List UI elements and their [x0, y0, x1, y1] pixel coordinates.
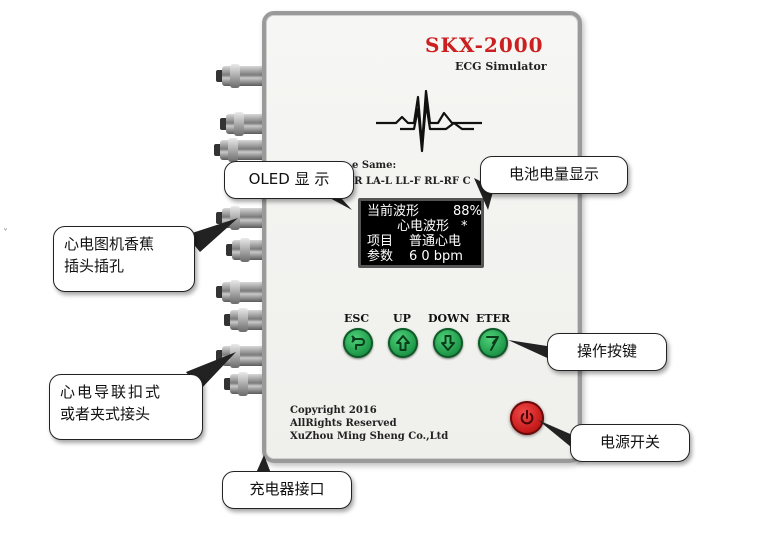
- lead-connector: [224, 372, 274, 396]
- callout-lead-connector: 心电导联扣式 或者夹式接头: [49, 374, 203, 440]
- oled-row1-value: 88%: [453, 204, 482, 219]
- up-label: UP: [393, 312, 411, 325]
- callout-keys-text: 操作按键: [576, 342, 637, 360]
- callout-battery: 电池电量显示: [480, 156, 628, 194]
- lead-connector: [214, 138, 266, 162]
- arrow-down-icon: [441, 335, 455, 351]
- oled-row4-value: 6 0 bpm: [409, 249, 463, 264]
- lead-connector: [216, 64, 266, 88]
- oled-row2-mark: *: [461, 219, 468, 234]
- eter-label: ETER: [476, 312, 511, 325]
- oled-row4-label: 参数: [367, 249, 394, 264]
- up-button[interactable]: [388, 328, 418, 358]
- callout-charger-text: 充电器接口: [249, 480, 325, 498]
- oled-screen: 当前波形 88% 心电波形 * 项目 普通心电 参数 6 0 bpm: [358, 198, 484, 268]
- copyright-line: XuZhou Ming Sheng Co.,Ltd: [290, 431, 449, 442]
- callout-ecg-jack: 心电图机香蕉 插头插孔: [53, 226, 195, 292]
- return-arrow-icon: [351, 335, 365, 350]
- enter-arrow-icon: [486, 336, 499, 351]
- esc-button[interactable]: [343, 328, 373, 358]
- model-title: SKX-2000: [425, 33, 544, 57]
- copyright-line: Copyright 2016: [290, 405, 377, 416]
- callout-oled: OLED 显 示: [224, 161, 354, 199]
- callout-lead-connector-line1: 心电导联扣式: [60, 383, 163, 401]
- power-icon: [520, 409, 534, 425]
- esc-label: ESC: [344, 312, 370, 325]
- oled-row3-value: 普通心电: [409, 234, 462, 249]
- callout-battery-text: 电池电量显示: [508, 165, 599, 183]
- callout-ecg-jack-line2: 插头插孔: [64, 257, 125, 275]
- callout-charger: 充电器接口: [222, 471, 352, 509]
- copyright-line: AllRights Reserved: [290, 418, 397, 429]
- stray-mark: ˅: [3, 228, 8, 239]
- enter-button[interactable]: [478, 328, 508, 358]
- model-subtitle: ECG Simulator: [455, 60, 547, 73]
- lead-connector: [216, 344, 266, 368]
- oled-row1-label: 当前波形: [367, 204, 420, 219]
- lead-list: -R LA-L LL-F RL-RF C: [350, 176, 471, 187]
- lead-caption: e Same:: [352, 160, 397, 171]
- copyright-block: Copyright 2016 AllRights Reserved XuZhou…: [290, 404, 448, 443]
- lead-connector: [220, 112, 270, 136]
- banana-jack-connector: [226, 238, 276, 262]
- down-label: DOWN: [428, 312, 470, 325]
- callout-oled-text: OLED 显 示: [248, 170, 330, 188]
- callout-power-text: 电源开关: [599, 433, 660, 451]
- callout-power: 电源开关: [570, 424, 690, 462]
- lead-connector: [224, 308, 274, 332]
- lead-connector: [216, 280, 266, 304]
- banana-jack-connector: [216, 206, 266, 230]
- oled-row2-label: 心电波形: [397, 219, 450, 234]
- arrow-up-icon: [396, 335, 410, 351]
- power-button[interactable]: [510, 401, 544, 435]
- ecg-waveform-icon: [376, 89, 482, 153]
- callout-ecg-jack-line1: 心电图机香蕉: [64, 235, 155, 253]
- callout-lead-connector-line2: 或者夹式接头: [60, 405, 151, 423]
- callout-keys: 操作按键: [547, 333, 667, 371]
- down-button[interactable]: [433, 328, 463, 358]
- oled-row3-label: 项目: [367, 234, 394, 249]
